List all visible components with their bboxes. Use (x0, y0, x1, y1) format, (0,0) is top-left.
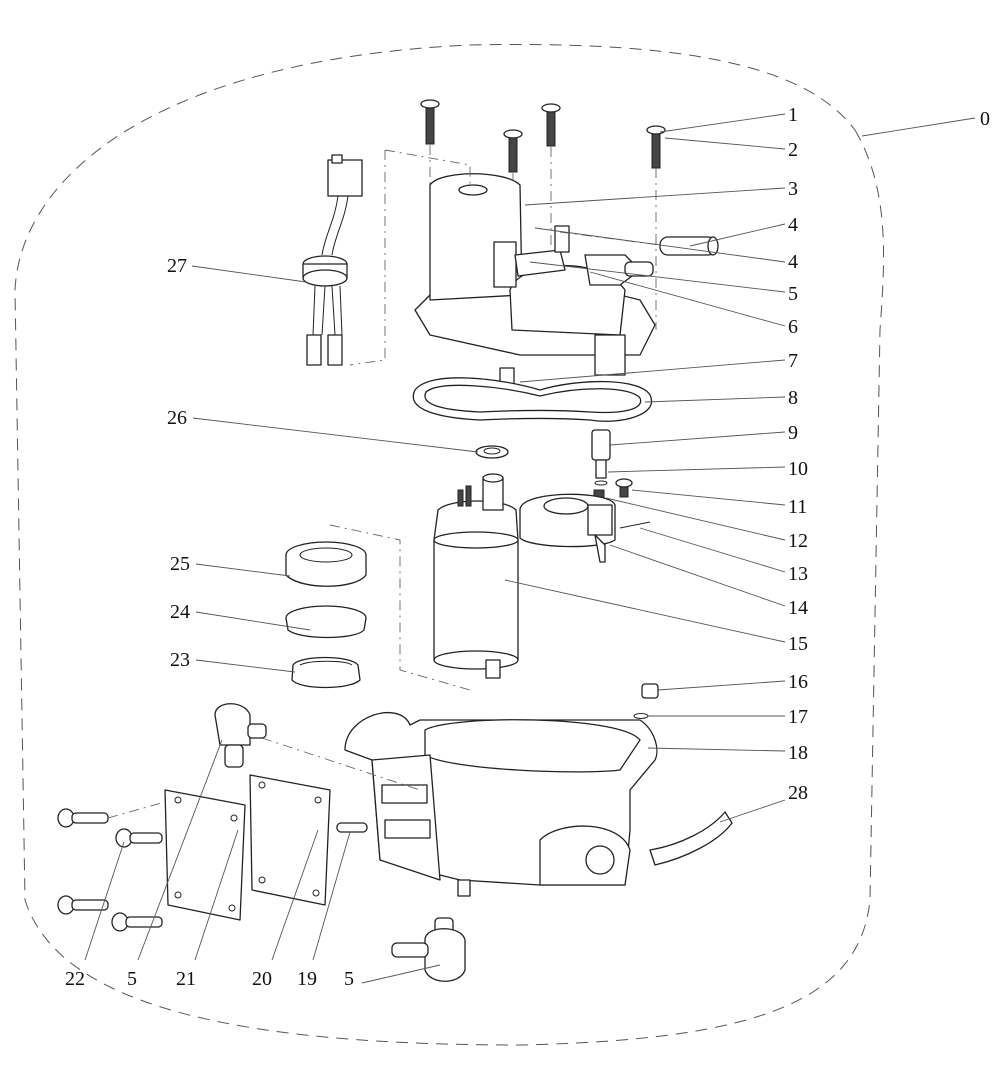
callout-28: 28 (788, 782, 808, 804)
top-cover (414, 173, 656, 376)
screw-d (646, 125, 666, 169)
callout-22: 22 (65, 968, 85, 990)
filter-cage (285, 524, 471, 691)
screw-c (503, 129, 523, 173)
callout-25: 25 (170, 553, 190, 575)
callout-labels: 0 1 2 3 4 4 5 6 7 8 9 10 11 12 13 14 15 … (65, 104, 990, 990)
callout-19: 19 (297, 968, 317, 990)
callout-4b: 4 (788, 251, 798, 273)
callout-16: 16 (788, 671, 808, 693)
callout-8: 8 (788, 387, 798, 409)
cover-plates (164, 774, 331, 921)
callout-24: 24 (170, 601, 190, 623)
dowel-pin (336, 822, 368, 833)
callout-15: 15 (788, 633, 808, 655)
callout-0: 0 (980, 108, 990, 130)
callout-9: 9 (788, 422, 798, 444)
screw-b (541, 103, 561, 147)
elbow-fitting-bottom (391, 917, 466, 982)
valve-stack (591, 429, 633, 505)
callout-3: 3 (788, 178, 798, 200)
screw-a (420, 99, 440, 145)
elbow-fitting-left (214, 703, 267, 768)
callout-27: 27 (167, 255, 187, 277)
callout-20: 20 (252, 968, 272, 990)
screw-set-top (420, 99, 666, 330)
callout-17: 17 (788, 706, 808, 728)
callout-14: 14 (788, 597, 808, 619)
callout-6: 6 (788, 316, 798, 338)
callout-2: 2 (788, 139, 798, 161)
hose-fitting (559, 231, 719, 256)
side-screws (57, 801, 166, 932)
bleed-screw (633, 683, 659, 719)
callout-5c: 5 (344, 968, 354, 990)
callout-11: 11 (788, 496, 807, 518)
callout-5b: 5 (127, 968, 137, 990)
wire-harness (302, 149, 471, 366)
callout-12: 12 (788, 530, 808, 552)
callout-4a: 4 (788, 214, 798, 236)
callout-18: 18 (788, 742, 808, 764)
callout-26: 26 (167, 407, 187, 429)
callout-1: 1 (788, 104, 798, 126)
washer (475, 445, 509, 459)
assembly-boundary (14, 44, 885, 1046)
gasket (412, 367, 653, 422)
drain-tube (649, 811, 733, 866)
leader-lines (84, 113, 976, 984)
callout-23: 23 (170, 649, 190, 671)
fuel-pump (433, 473, 519, 679)
callout-5a: 5 (788, 283, 798, 305)
callout-13: 13 (788, 563, 808, 585)
callout-10: 10 (788, 458, 808, 480)
main-housing (261, 711, 658, 897)
callout-7: 7 (788, 350, 798, 372)
level-sender (519, 493, 651, 563)
callout-21: 21 (176, 968, 196, 990)
